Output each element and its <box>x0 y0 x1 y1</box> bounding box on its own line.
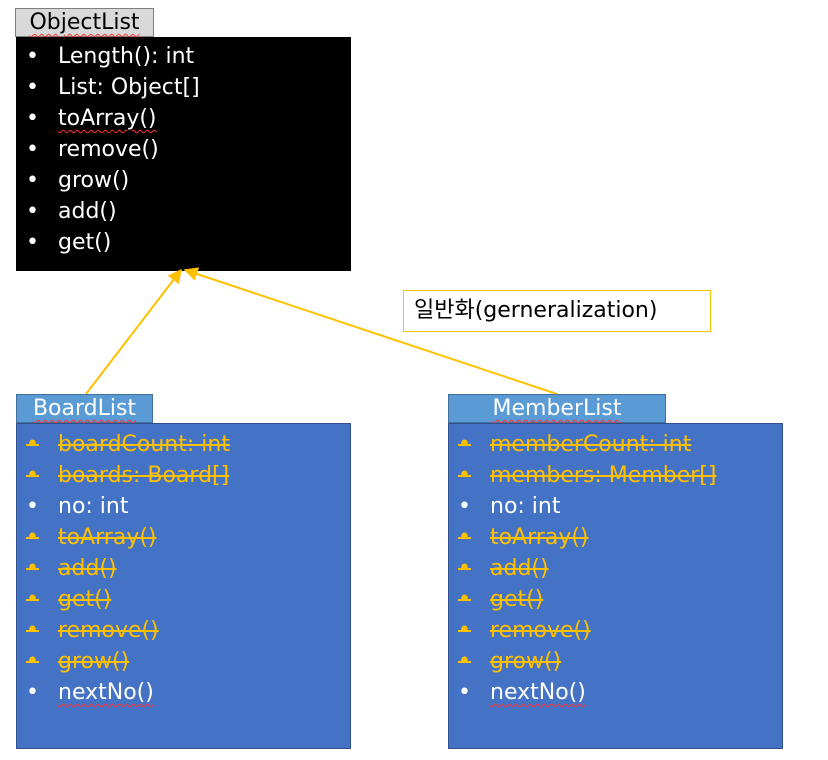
list-item: •no: int <box>16 491 230 522</box>
boardlist-title-tab: BoardList <box>16 394 153 423</box>
memberlist-to-objectlist-arrow <box>183 267 558 395</box>
memberlist-title-tab: MemberList <box>448 394 666 423</box>
bullet-icon: • <box>26 649 39 674</box>
bullet-icon: • <box>26 587 39 612</box>
objectlist-title-tab: ObjectList <box>15 8 154 37</box>
bullet-icon: • <box>26 680 39 705</box>
bullet-icon: • <box>26 199 39 224</box>
memberlist-members: •memberCount: int •members: Member[] •no… <box>448 429 716 708</box>
bullet-icon: • <box>458 587 471 612</box>
bullet-icon: • <box>458 680 471 705</box>
list-item: •remove() <box>448 615 716 646</box>
bullet-icon: • <box>26 230 39 255</box>
list-item: •add() <box>448 553 716 584</box>
list-item: •toArray() <box>448 522 716 553</box>
boardlist-members: •boardCount: int •boards: Board[] •no: i… <box>16 429 230 708</box>
list-item: •add() <box>16 196 200 227</box>
bullet-icon: • <box>26 556 39 581</box>
memberlist-body: •memberCount: int •members: Member[] •no… <box>448 423 783 749</box>
list-item: •List: Object[] <box>16 72 200 103</box>
bullet-icon: • <box>26 618 39 643</box>
list-item: •boards: Board[] <box>16 460 230 491</box>
bullet-icon: • <box>26 168 39 193</box>
bullet-icon: • <box>26 106 39 131</box>
list-item: •Length(): int <box>16 41 200 72</box>
objectlist-body: •Length(): int •List: Object[] •toArray(… <box>16 37 351 271</box>
list-item: •members: Member[] <box>448 460 716 491</box>
boardlist-title: BoardList <box>32 396 137 421</box>
list-item: •get() <box>448 584 716 615</box>
generalization-label-text: 일반화(gerneralization) <box>414 298 658 323</box>
list-item: •grow() <box>16 165 200 196</box>
boardlist-to-objectlist-arrow <box>85 268 182 395</box>
list-item: •toArray() <box>16 103 200 134</box>
bullet-icon: • <box>458 556 471 581</box>
list-item: •nextNo() <box>16 677 230 708</box>
memberlist-title: MemberList <box>492 396 622 421</box>
bullet-icon: • <box>26 494 39 519</box>
bullet-icon: • <box>458 432 471 457</box>
list-item: •no: int <box>448 491 716 522</box>
list-item: •remove() <box>16 615 230 646</box>
bullet-icon: • <box>458 494 471 519</box>
list-item: •boardCount: int <box>16 429 230 460</box>
list-item: •grow() <box>16 646 230 677</box>
bullet-icon: • <box>458 618 471 643</box>
list-item: •nextNo() <box>448 677 716 708</box>
bullet-icon: • <box>26 137 39 162</box>
list-item: •remove() <box>16 134 200 165</box>
bullet-icon: • <box>458 525 471 550</box>
bullet-icon: • <box>458 649 471 674</box>
objectlist-members: •Length(): int •List: Object[] •toArray(… <box>16 41 200 258</box>
bullet-icon: • <box>26 463 39 488</box>
boardlist-body: •boardCount: int •boards: Board[] •no: i… <box>16 423 351 749</box>
list-item: •get() <box>16 227 200 258</box>
bullet-icon: • <box>26 44 39 69</box>
list-item: •memberCount: int <box>448 429 716 460</box>
generalization-label: 일반화(gerneralization) <box>403 290 711 332</box>
list-item: •toArray() <box>16 522 230 553</box>
bullet-icon: • <box>26 525 39 550</box>
bullet-icon: • <box>458 463 471 488</box>
bullet-icon: • <box>26 432 39 457</box>
objectlist-title: ObjectList <box>29 10 140 35</box>
list-item: •grow() <box>448 646 716 677</box>
list-item: •get() <box>16 584 230 615</box>
list-item: •add() <box>16 553 230 584</box>
bullet-icon: • <box>26 75 39 100</box>
